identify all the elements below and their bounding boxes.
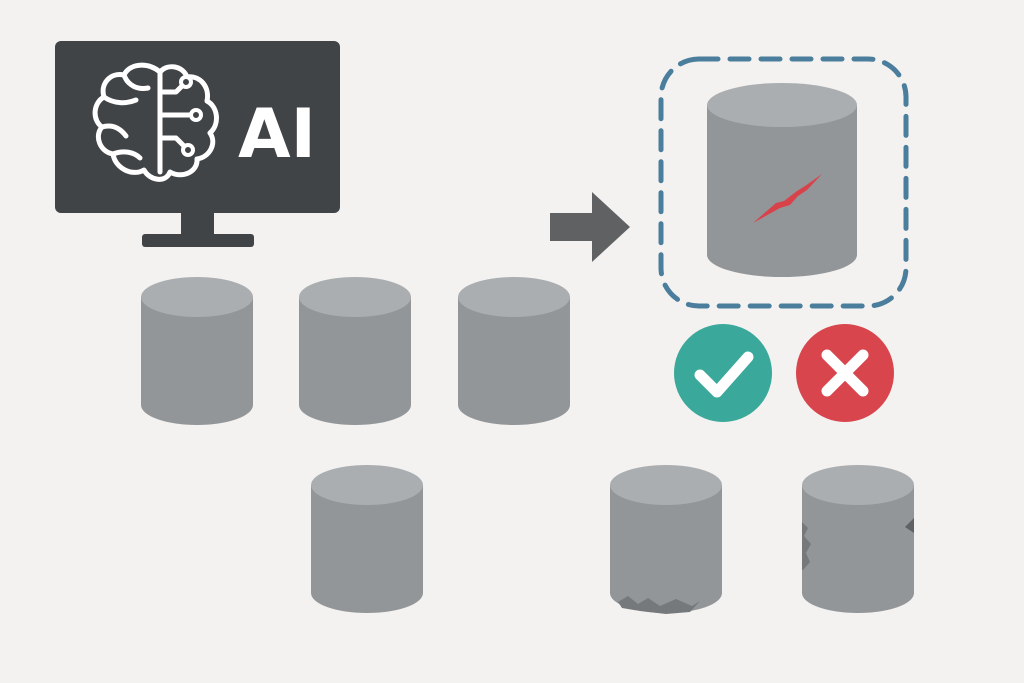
monitor-stand-base — [142, 234, 254, 247]
output-sample-row — [311, 465, 914, 614]
circuit-node — [179, 75, 193, 89]
circuit-node — [189, 108, 203, 122]
chip-mark — [618, 596, 700, 614]
close-icon — [821, 349, 869, 397]
reject-button[interactable] — [796, 324, 894, 422]
sample-cylinder — [141, 277, 253, 425]
circuit-node — [181, 143, 195, 157]
inspected-cylinder — [707, 83, 857, 277]
inspection-frame — [658, 56, 909, 309]
monitor-label: AI — [238, 95, 316, 174]
accept-button[interactable] — [674, 324, 772, 422]
sample-cylinder — [458, 277, 570, 425]
check-icon — [694, 351, 754, 398]
sample-cylinder — [299, 277, 411, 425]
crack-mark — [753, 174, 822, 223]
damaged-cylinder — [802, 465, 914, 613]
dent-mark — [905, 518, 914, 533]
brain-circuit-icon — [92, 62, 219, 182]
circuit-nodes — [179, 75, 203, 157]
sample-cylinder — [311, 465, 423, 613]
chipped-cylinder — [610, 465, 722, 614]
arrow-right-icon — [550, 192, 630, 262]
dent-mark — [802, 522, 811, 570]
ai-monitor: AI — [55, 41, 340, 247]
monitor-stand-neck — [181, 212, 214, 238]
input-sample-row — [141, 277, 570, 425]
